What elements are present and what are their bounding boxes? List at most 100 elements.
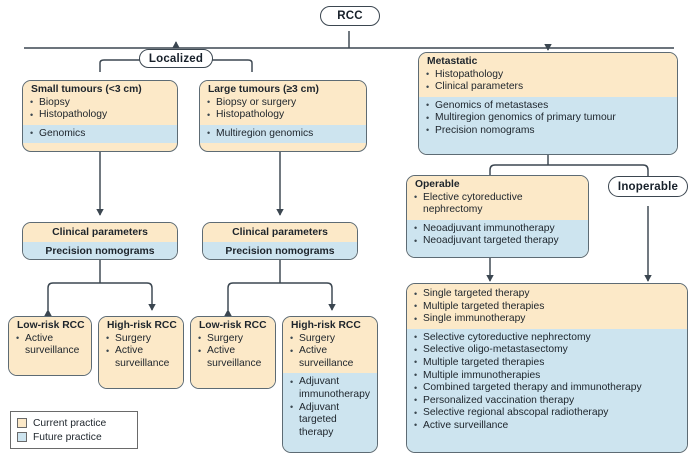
large-tumours-current-list: Biopsy or surgery Histopathology [207,96,360,122]
list-item: Neoadjuvant immunotherapy [414,222,582,236]
large-tumours-future-band: Multiregion genomics [200,124,366,144]
list-item: Biopsy or surgery [207,96,360,110]
high-risk-large-current-list: Surgery Active surveillance [290,332,371,371]
metastatic-future-band: Genomics of metastases Multiregion genom… [419,96,677,154]
legend: Current practice Future practice [10,411,138,449]
node-inoperable-label: Inoperable [617,180,679,193]
small-tumours-header: Small tumours (<3 cm) [31,84,142,95]
list-item: Genomics [30,127,171,141]
list-item: Multiple immunotherapies [414,369,681,383]
operable-future-band: Neoadjuvant immunotherapy Neoadjuvant ta… [407,219,588,257]
legend-swatch-future-icon [17,432,27,442]
list-item: Surgery [106,332,177,346]
low-risk-large-current-list: Surgery Active surveillance [198,332,269,371]
node-low-risk-large[interactable]: Low-risk RCC Surgery Active surveillance [190,316,276,389]
list-item: Active surveillance [414,419,681,433]
list-item: Adjuvant targeted therapy [290,401,371,440]
list-item: Multiregion genomics [207,127,360,141]
systemic-current-list: Single targeted therapy Multiple targete… [414,288,681,326]
large-tumours-current-band: Large tumours (≥3 cm) Biopsy or surgery … [200,81,366,125]
list-item: Selective regional abscopal radiotherapy [414,407,681,420]
list-item: Single targeted therapy [414,288,681,301]
large-tumours-future-list: Multiregion genomics [207,127,360,141]
list-item: Active surveillance [198,345,269,370]
node-rcc-root[interactable]: RCC [320,6,380,26]
list-item: Combined targeted therapy and immunother… [414,382,681,395]
legend-label-future: Future practice [33,431,102,443]
small-tumours-future-band: Genomics [23,124,177,144]
legend-label-current: Current practice [33,417,107,429]
node-metastatic[interactable]: Metastatic Histopathology Clinical param… [418,52,678,155]
legend-item-future-practice: Future practice [17,430,130,444]
assessment-middle-future: Precision nomograms [203,242,357,259]
list-item: Genomics of metastases [426,99,671,113]
assessment-left-future: Precision nomograms [23,242,177,259]
node-assessment-left[interactable]: Clinical parameters Precision nomograms [22,222,178,260]
node-operable[interactable]: Operable Elective cytoreductive nephrect… [406,175,589,258]
node-systemic-options[interactable]: Single targeted therapy Multiple targete… [406,283,688,453]
high-risk-large-current-band: High-risk RCC Surgery Active surveillanc… [283,317,377,374]
metastatic-current-list: Histopathology Clinical parameters [426,68,671,94]
list-item: Adjuvant immunotherapy [290,376,371,401]
list-item: Biopsy [30,96,171,110]
node-localized-label: Localized [148,52,204,65]
list-item: Surgery [198,332,269,346]
high-risk-small-current-list: Surgery Active surveillance [106,332,177,371]
list-item: Active surveillance [106,345,177,370]
high-risk-small-current-band: High-risk RCC Surgery Active surveillanc… [99,317,183,388]
list-item: Histopathology [207,109,360,122]
list-item: Surgery [290,332,371,346]
low-risk-small-current-list: Active surveillance [16,332,85,358]
metastatic-header: Metastatic [427,56,478,67]
high-risk-large-future-band: Adjuvant immunotherapy Adjuvant targeted… [283,373,377,452]
node-small-tumours[interactable]: Small tumours (<3 cm) Biopsy Histopathol… [22,80,178,152]
high-risk-large-future-list: Adjuvant immunotherapy Adjuvant targeted… [290,376,371,439]
legend-item-current-practice: Current practice [17,416,130,430]
metastatic-future-list: Genomics of metastases Multiregion genom… [426,99,671,138]
systemic-current-band: Single targeted therapy Multiple targete… [407,284,687,329]
operable-future-list: Neoadjuvant immunotherapy Neoadjuvant ta… [414,222,582,248]
node-assessment-middle[interactable]: Clinical parameters Precision nomograms [202,222,358,260]
operable-header: Operable [415,179,460,190]
large-tumours-header: Large tumours (≥3 cm) [208,84,319,95]
node-rcc-root-label: RCC [337,10,363,22]
assessment-middle-current: Clinical parameters [203,223,357,242]
list-item: Elective cytoreductive nephrectomy [414,191,582,217]
list-item: Active surveillance [290,345,371,370]
list-item: Histopathology [30,109,171,122]
node-high-risk-small[interactable]: High-risk RCC Surgery Active surveillanc… [98,316,184,389]
list-item: Personalized vaccination therapy [414,394,681,408]
low-risk-large-header: Low-risk RCC [199,320,267,331]
list-item: Selective cytoreductive nephrectomy [414,331,681,345]
high-risk-large-header: High-risk RCC [291,320,361,331]
list-item: Multiple targeted therapies [414,356,681,370]
high-risk-small-header: High-risk RCC [107,320,177,331]
small-tumours-current-list: Biopsy Histopathology [30,96,171,122]
small-tumours-future-list: Genomics [30,127,171,141]
list-item: Selective oligo-metastasectomy [414,344,681,357]
systemic-future-band: Selective cytoreductive nephrectomy Sele… [407,328,687,452]
list-item: Multiple targeted therapies [414,300,681,314]
low-risk-small-header: Low-risk RCC [17,320,85,331]
operable-current-band: Operable Elective cytoreductive nephrect… [407,176,588,220]
systemic-future-list: Selective cytoreductive nephrectomy Sele… [414,331,681,433]
list-item: Single immunotherapy [414,313,681,326]
list-item: Active surveillance [16,332,85,358]
node-inoperable[interactable]: Inoperable [608,176,688,197]
node-high-risk-large[interactable]: High-risk RCC Surgery Active surveillanc… [282,316,378,453]
low-risk-small-current-band: Low-risk RCC Active surveillance [9,317,91,375]
node-large-tumours[interactable]: Large tumours (≥3 cm) Biopsy or surgery … [199,80,367,152]
operable-current-list: Elective cytoreductive nephrectomy [414,191,582,217]
assessment-left-current: Clinical parameters [23,223,177,242]
low-risk-large-current-band: Low-risk RCC Surgery Active surveillance [191,317,275,388]
node-low-risk-small[interactable]: Low-risk RCC Active surveillance [8,316,92,376]
small-tumours-current-band: Small tumours (<3 cm) Biopsy Histopathol… [23,81,177,125]
metastatic-current-band: Metastatic Histopathology Clinical param… [419,53,677,97]
node-localized[interactable]: Localized [139,49,213,68]
list-item: Clinical parameters [426,81,671,94]
list-item: Precision nomograms [426,124,671,138]
list-item: Histopathology [426,68,671,82]
legend-swatch-current-icon [17,418,27,428]
list-item: Multiregion genomics of primary tumour [426,112,671,125]
